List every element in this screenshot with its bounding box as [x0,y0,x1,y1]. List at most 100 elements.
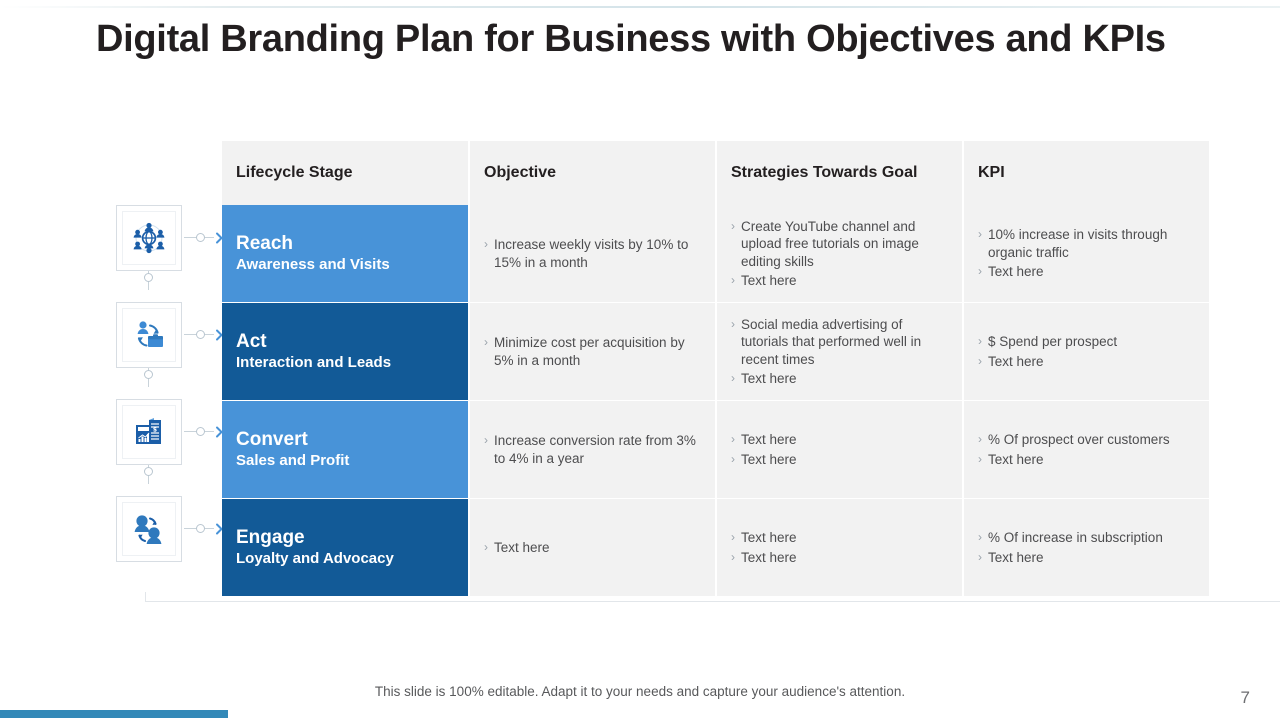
stage-title: Convert [236,428,308,450]
table-row[interactable]: Act Interaction and Leads › Minimize cos… [222,303,1209,400]
stage-subtitle: Interaction and Leads [236,354,392,372]
table-row[interactable]: Convert Sales and Profit › Increase conv… [222,401,1209,498]
svg-text:$: $ [153,427,157,434]
stage-subtitle: Sales and Profit [236,452,350,470]
rail-dot-1 [144,273,153,282]
chevron-right-icon: › [731,316,735,331]
list-item: › Increase weekly visits by 10% to 15% i… [478,236,705,271]
kpi-cell: › % Of prospect over customers › Text he… [962,401,1209,498]
table-row[interactable]: Engage Loyalty and Advocacy › Text here … [222,499,1209,596]
objective-cell: › Increase weekly visits by 10% to 15% i… [468,205,715,302]
strategies-cell: › Create YouTube channel and upload free… [715,205,962,302]
page-title: Digital Branding Plan for Business with … [96,18,1166,60]
list-item: › Text here [725,272,952,290]
list-item: › % Of prospect over customers [972,431,1199,449]
icon-node-convert[interactable]: $ [116,399,182,465]
stage-subtitle: Loyalty and Advocacy [236,550,394,568]
list-item: › Text here [725,549,952,567]
icon-node-act[interactable] [116,302,182,368]
bullet-text: % Of increase in subscription [988,530,1163,545]
lifecycle-table: Lifecycle Stage Objective Strategies Tow… [222,141,1209,596]
chevron-right-icon: › [731,371,735,385]
bullet-text: Text here [988,353,1044,369]
stage-cell-act: Act Interaction and Leads [222,303,468,400]
chevron-right-icon: › [978,264,982,279]
objective-cell: › Increase conversion rate from 3% to 4%… [468,401,715,498]
chevron-right-icon: › [484,237,488,251]
people-loyalty-icon [122,502,176,556]
row-divider [222,400,1209,401]
chevron-right-icon: › [731,273,735,287]
list-item: › Increase conversion rate from 3% to 4%… [478,432,705,467]
bottom-guide-tick [145,592,146,602]
stage-title: Reach [236,232,294,254]
chevron-right-icon: › [731,549,735,564]
bullet-text: % Of prospect over customers [988,432,1170,447]
column-header-lifecycle-stage: Lifecycle Stage [236,164,353,181]
list-item: › Text here [972,263,1199,281]
list-item: › Text here [972,353,1199,371]
bullet-text: $ Spend per prospect [988,334,1118,349]
chevron-right-icon: › [484,433,488,447]
list-item: › $ Spend per prospect [972,333,1199,351]
kpi-cell: › 10% increase in visits through organic… [962,205,1209,302]
list-item: › Create YouTube channel and upload free… [725,218,952,271]
chevron-right-icon: › [484,335,488,349]
bullet-text: Text here [988,451,1044,467]
stage-title: Act [236,330,267,352]
chevron-right-icon: › [731,432,735,446]
objective-cell: › Minimize cost per acquisition by 5% in… [468,303,715,400]
list-item: › % Of increase in subscription [972,529,1199,547]
list-item: › Text here [972,451,1199,469]
kpi-cell: › % Of increase in subscription › Text h… [962,499,1209,596]
list-item: › Text here [725,431,952,449]
kpi-cell: › $ Spend per prospect › Text here [962,303,1209,400]
bullet-text: Text here [741,530,797,545]
chevron-right-icon: › [978,549,982,564]
column-header-objective: Objective [468,141,715,205]
lifecycle-icon-rail: $ [104,205,237,605]
chevron-right-icon: › [731,218,735,233]
list-item: › Text here [478,539,705,557]
chevron-right-icon: › [731,451,735,466]
bottom-guide-line [145,601,1280,602]
bullet-text: Text here [741,451,797,467]
chevron-right-icon: › [978,353,982,368]
page-number: 7 [1240,688,1250,707]
bullet-text: 10% increase in visits through organic t… [988,227,1168,260]
list-item: › Social media advertising of tutorials … [725,316,952,369]
icon-node-reach[interactable] [116,205,182,271]
list-item: › Minimize cost per acquisition by 5% in… [478,334,705,369]
bullet-text: Text here [741,549,797,565]
icon-node-engage[interactable] [116,496,182,562]
bullet-text: Text here [741,371,797,386]
column-header-kpi: KPI [962,141,1209,205]
chevron-right-icon: › [731,530,735,544]
row-divider [222,302,1209,303]
table-row[interactable]: Reach Awareness and Visits › Increase we… [222,205,1209,302]
bullet-text: Social media advertising of tutorials th… [741,316,922,367]
list-item: › Text here [725,529,952,547]
bullet-text: Increase conversion rate from 3% to 4% i… [494,433,696,466]
footer-note: This slide is 100% editable. Adapt it to… [374,684,906,699]
chevron-right-icon: › [978,334,982,348]
bullet-text: Text here [741,432,797,447]
chevron-right-icon: › [978,530,982,544]
chevron-right-icon: › [484,539,488,554]
column-header-strategies: Strategies Towards Goal [715,141,962,205]
objective-cell: › Text here [468,499,715,596]
list-item: › 10% increase in visits through organic… [972,226,1199,261]
bullet-text: Text here [988,264,1044,280]
table-header-row: Lifecycle Stage Objective Strategies Tow… [222,141,1209,205]
row-divider [222,498,1209,499]
financial-report-icon: $ [122,405,176,459]
strategies-cell: › Text here › Text here [715,499,962,596]
bullet-text: Minimize cost per acquisition by 5% in a… [494,335,685,368]
bullet-text: Create YouTube channel and upload free t… [741,218,919,269]
accent-bar [0,710,228,718]
user-exchange-icon [122,308,176,362]
chevron-right-icon: › [978,451,982,466]
stage-title: Engage [236,526,305,548]
rail-dot-2 [144,370,153,379]
